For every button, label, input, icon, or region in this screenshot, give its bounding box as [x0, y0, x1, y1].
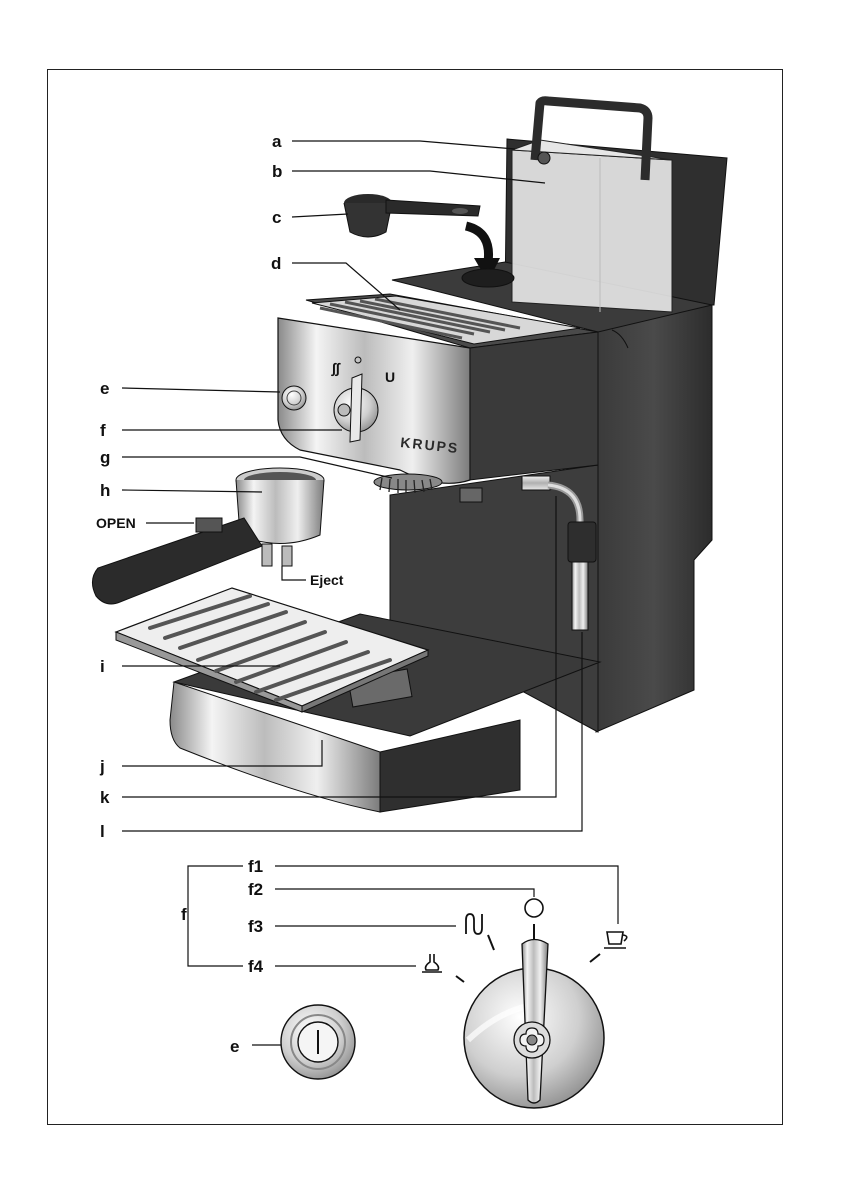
portafilter: [92, 468, 324, 604]
svg-text:U: U: [385, 369, 395, 385]
open-button: [196, 518, 222, 532]
label-h: h: [100, 481, 110, 500]
label-d: d: [271, 254, 281, 273]
label-a: a: [272, 132, 282, 151]
label-b: b: [272, 162, 282, 181]
steam-icon: [466, 914, 482, 934]
label-f4: f4: [248, 957, 264, 976]
selector-detail: f f1 f2 f3 f4: [181, 857, 627, 1108]
svg-text:∫∫: ∫∫: [331, 360, 341, 377]
machine-head: KRUPS ∫∫ U: [278, 294, 598, 502]
label-open: OPEN: [96, 515, 136, 531]
label-f-detail: f: [181, 905, 187, 924]
power-button-small: [282, 386, 306, 410]
label-f3: f3: [248, 917, 263, 936]
label-f: f: [100, 421, 106, 440]
label-e: e: [100, 379, 109, 398]
hot-water-icon: [422, 954, 442, 972]
label-g: g: [100, 448, 110, 467]
label-c: c: [272, 208, 281, 227]
label-eject: Eject: [310, 572, 344, 588]
label-k: k: [100, 788, 110, 807]
spoon-storage-hole: [462, 269, 514, 287]
label-l: l: [100, 822, 105, 841]
water-tank: [512, 101, 672, 312]
label-f1: f1: [248, 857, 263, 876]
off-symbol-icon: [525, 899, 543, 917]
power-detail: e: [230, 1005, 355, 1079]
label-i: i: [100, 657, 105, 676]
label-e-detail: e: [230, 1037, 239, 1056]
label-f2: f2: [248, 880, 263, 899]
measuring-spoon: [344, 194, 480, 237]
label-j: j: [99, 757, 105, 776]
coffee-cup-icon: [604, 932, 627, 948]
